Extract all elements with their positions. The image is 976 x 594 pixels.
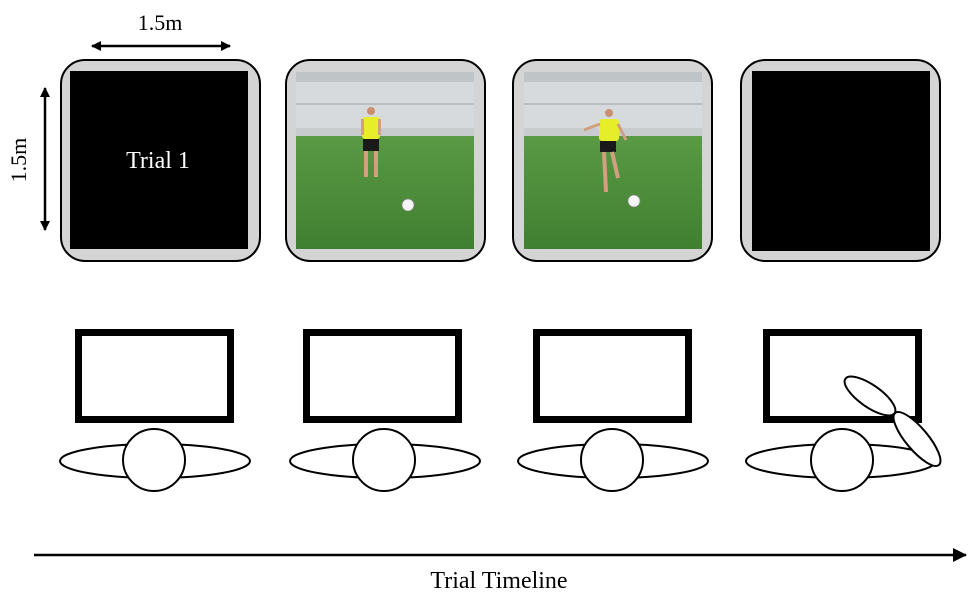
player-figure — [583, 109, 628, 193]
monitor-4 — [763, 329, 922, 423]
participant-3 — [517, 428, 709, 492]
ball — [627, 194, 641, 208]
screen-2 — [285, 59, 486, 262]
ball — [401, 198, 415, 212]
screen-3 — [512, 59, 713, 262]
timeline-label: Trial Timeline — [430, 568, 567, 594]
monitor-1 — [75, 329, 234, 423]
video-frame — [296, 72, 474, 249]
participant-1 — [59, 428, 251, 492]
participant-4 — [745, 375, 942, 492]
screen-1: Trial 1 — [60, 59, 261, 262]
screen-4 — [740, 59, 941, 262]
responding-arm — [843, 375, 942, 467]
participant-2 — [289, 428, 481, 492]
height-dimension: 1.5m — [6, 87, 50, 231]
width-label: 1.5m — [138, 10, 183, 35]
blank-screen — [752, 71, 930, 251]
trial-label: Trial 1 — [126, 148, 190, 174]
player-figure — [361, 107, 381, 177]
monitor-2 — [303, 329, 462, 423]
video-frame — [524, 72, 702, 249]
height-label: 1.5m — [6, 138, 31, 183]
width-dimension: 1.5m — [91, 10, 231, 51]
blank-screen — [70, 71, 248, 249]
monitor-3 — [533, 329, 692, 423]
